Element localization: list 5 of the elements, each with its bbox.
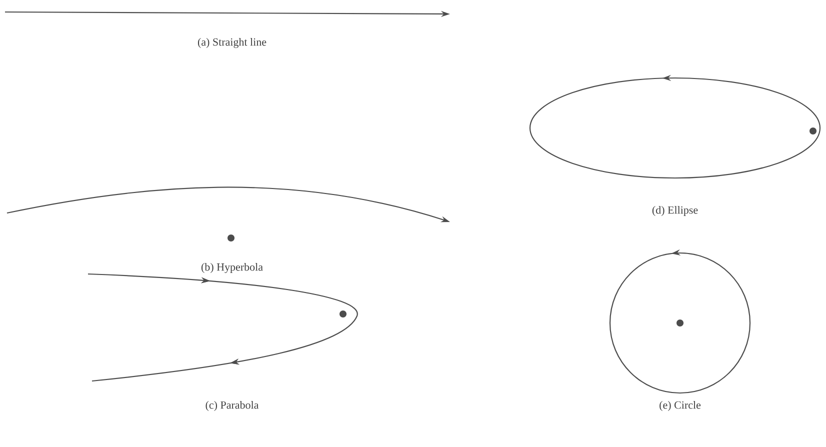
- caption: (b) Hyperbola: [202, 263, 263, 273]
- caption: (d) Ellipse: [652, 206, 698, 216]
- caption: (a) Straight line: [198, 38, 266, 48]
- caption: (e) Circle: [660, 401, 701, 411]
- caption: (c) Parabola: [206, 401, 259, 411]
